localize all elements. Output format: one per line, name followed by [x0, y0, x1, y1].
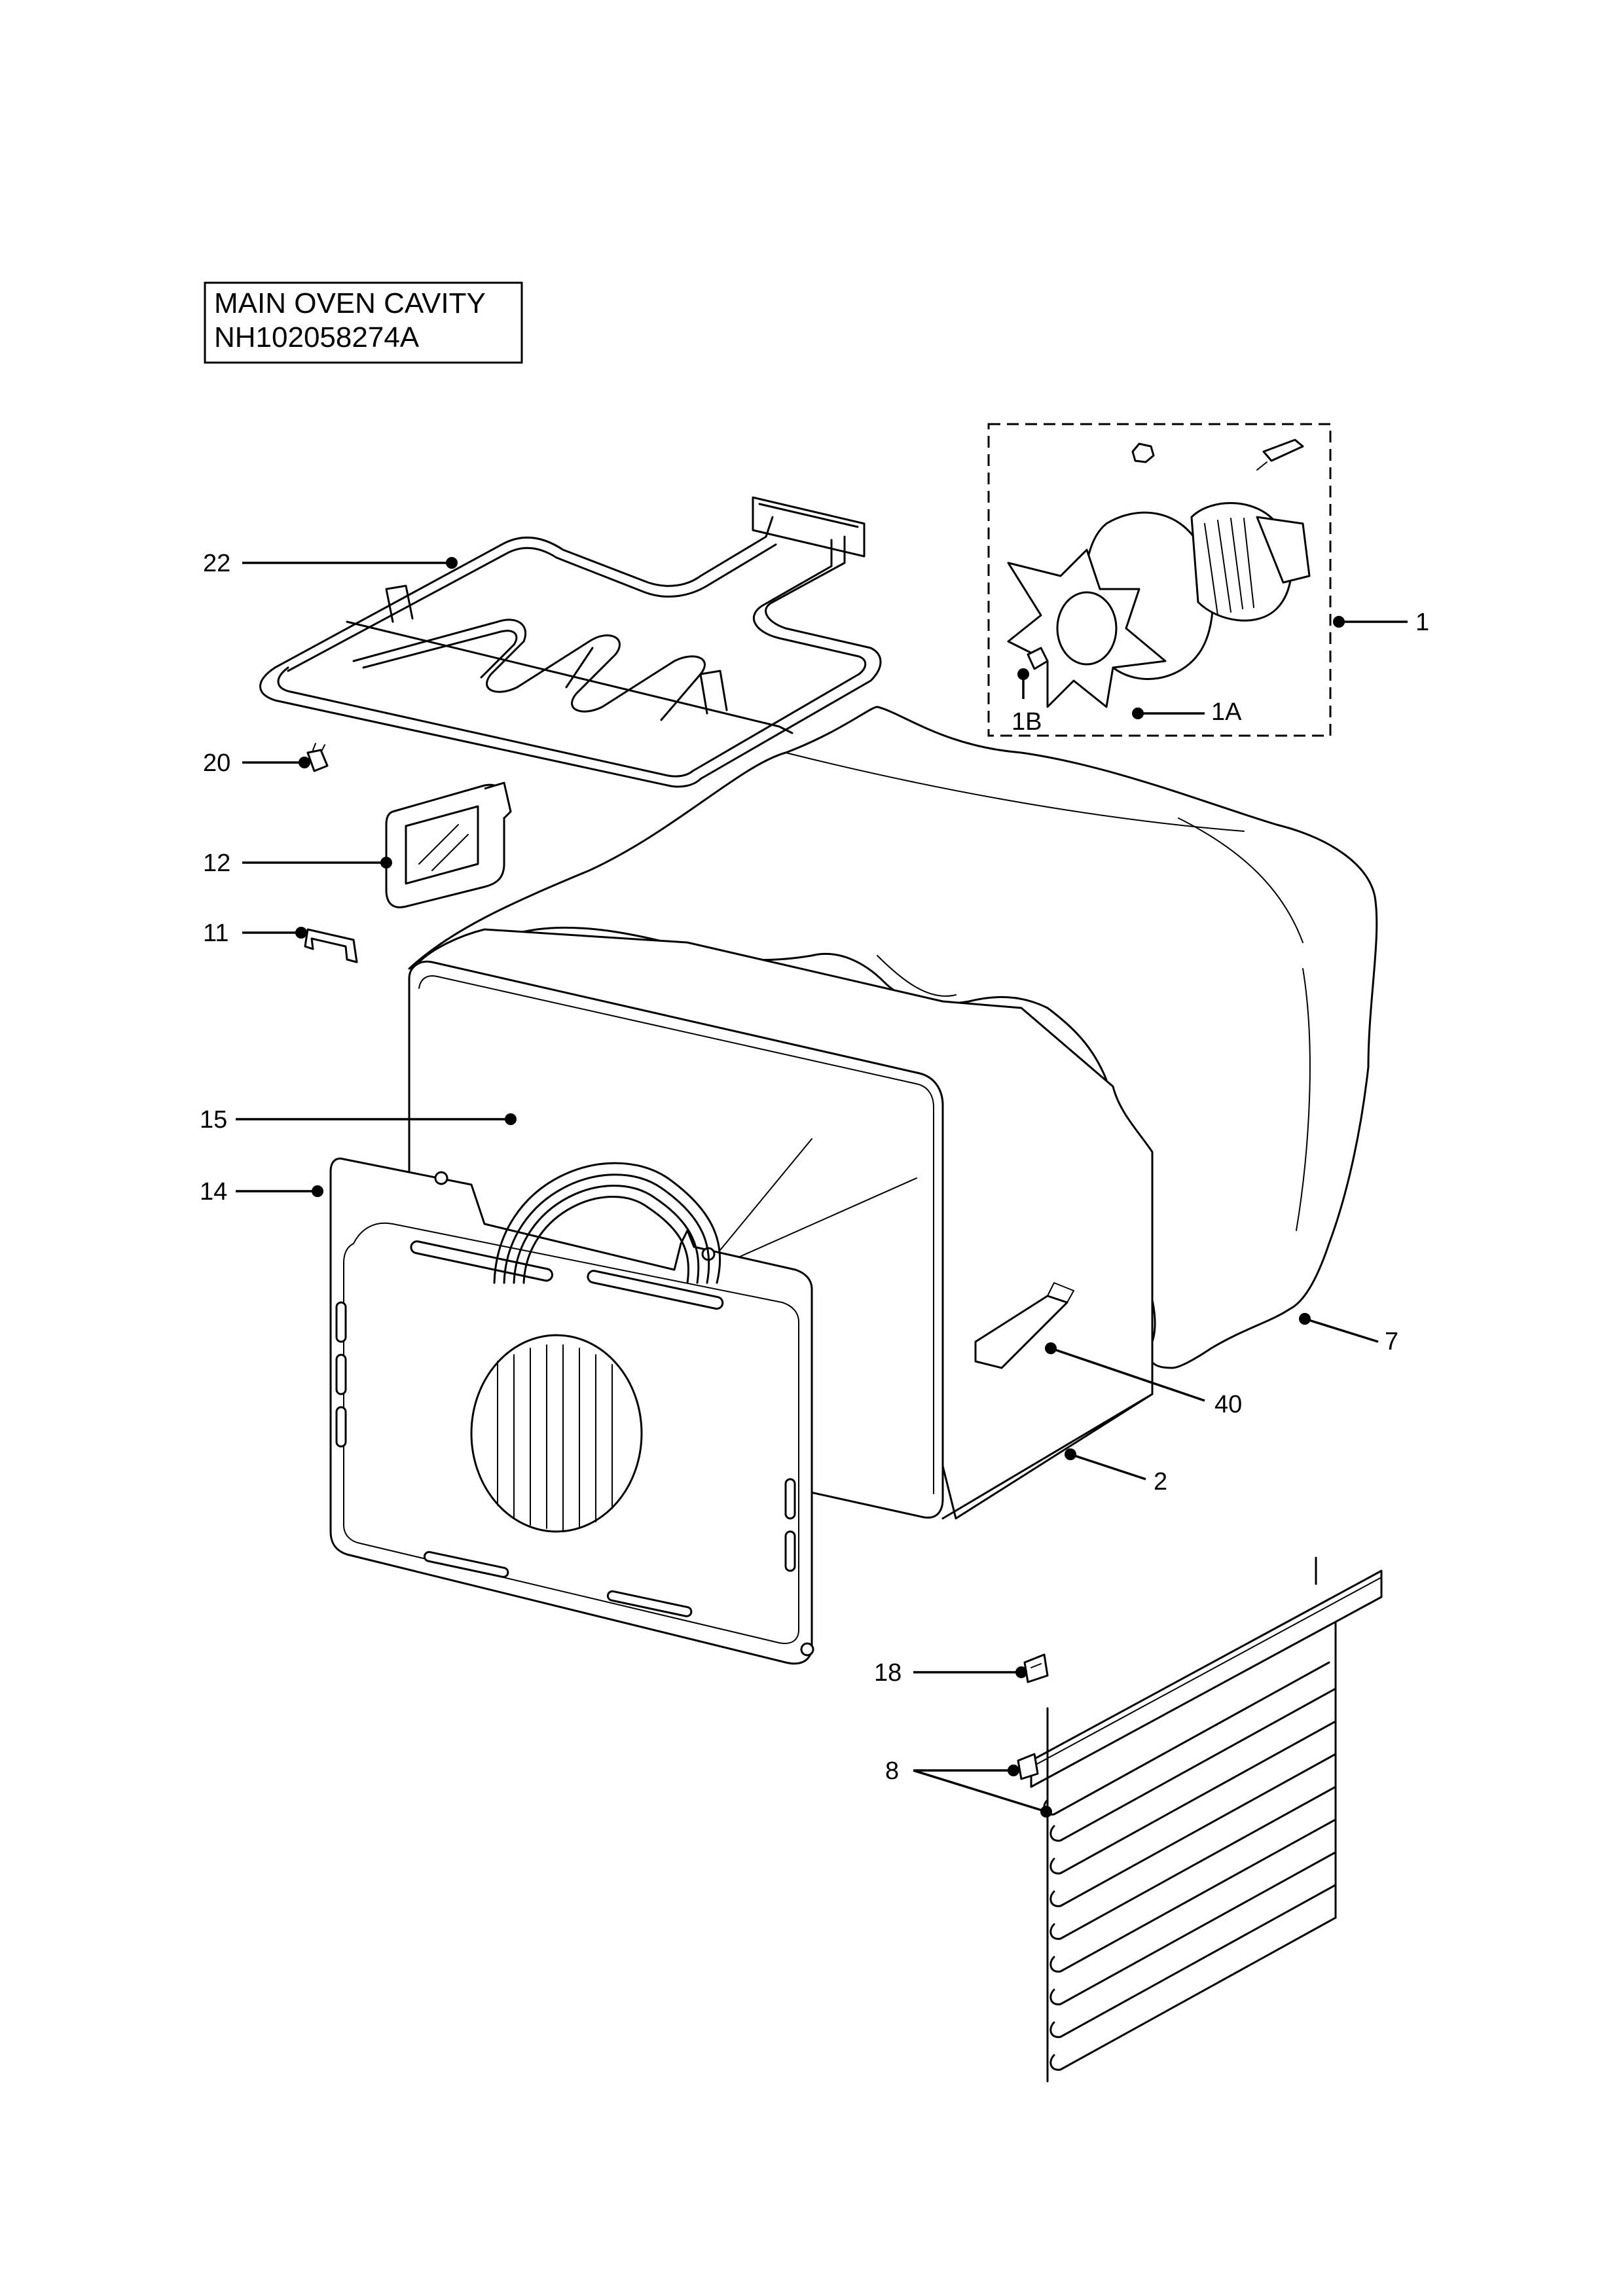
runner-clip: [1023, 1653, 1049, 1683]
callout-15: 15: [200, 1106, 517, 1134]
callout-2: 2: [1065, 1448, 1167, 1496]
bracket-40: [974, 1282, 1074, 1369]
callout-14: 14: [200, 1178, 323, 1206]
fan-motor-assembly: [987, 423, 1332, 737]
callout-label-7: 7: [1385, 1328, 1398, 1355]
callout-label-40: 40: [1214, 1391, 1242, 1418]
callout-1A: 1A: [1132, 698, 1242, 726]
bracket: [304, 928, 358, 963]
callouts: 22 20 12 11 15 14 1: [200, 550, 1429, 1818]
title-line-2: NH102058274A: [214, 321, 420, 353]
callout-label-2: 2: [1154, 1468, 1167, 1496]
callout-label-20: 20: [203, 749, 230, 777]
insulation-jacket: [408, 706, 1378, 1369]
callout-18: 18: [874, 1659, 1027, 1687]
callout-11: 11: [203, 920, 307, 947]
callout-label-8: 8: [885, 1757, 899, 1785]
callout-label-11: 11: [203, 920, 228, 947]
lamp-cover: [385, 781, 512, 908]
fan-cover-panel: [329, 1157, 814, 1665]
callout-1: 1: [1333, 609, 1429, 636]
callout-label-14: 14: [200, 1178, 227, 1206]
callout-label-1A: 1A: [1211, 698, 1242, 726]
callout-label-12: 12: [203, 850, 230, 877]
callout-label-1: 1: [1415, 609, 1429, 636]
callout-label-22: 22: [203, 550, 230, 577]
callout-20: 20: [203, 749, 310, 777]
callout-label-1B: 1B: [1012, 708, 1042, 736]
callout-7: 7: [1299, 1313, 1398, 1355]
callout-label-15: 15: [200, 1106, 227, 1134]
fan-grille-slots: [497, 1344, 613, 1532]
cable-harness: [493, 1162, 721, 1284]
lamp-holder: [306, 743, 329, 772]
callout-22: 22: [203, 550, 458, 577]
callout-8: 8: [885, 1757, 1052, 1818]
callout-1B: 1B: [1012, 668, 1042, 736]
callout-40: 40: [1045, 1342, 1242, 1418]
grill-element: [259, 496, 882, 788]
title-line-1: MAIN OVEN CAVITY: [214, 287, 486, 319]
callout-label-18: 18: [874, 1659, 902, 1687]
shelf-runners: [1017, 1556, 1383, 2083]
callout-12: 12: [203, 850, 392, 877]
title-block: MAIN OVEN CAVITY NH102058274A: [204, 281, 523, 364]
